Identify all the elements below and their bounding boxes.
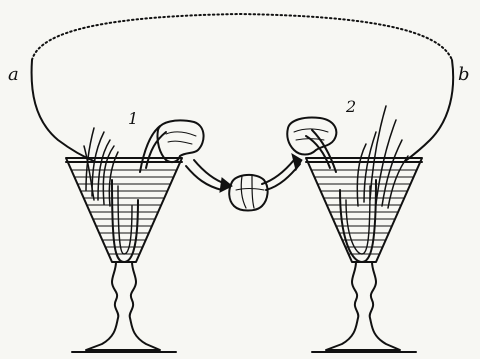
glass-right (287, 106, 422, 352)
label-b: b (458, 64, 470, 85)
label-a: a (8, 64, 19, 85)
wire-right (404, 60, 453, 162)
liquid-left (72, 170, 176, 254)
wire-left (32, 60, 96, 162)
centre-connection (186, 154, 302, 211)
glass-left (66, 120, 204, 352)
label-1: 1 (128, 109, 138, 128)
liquid-right (312, 170, 416, 254)
arrow-up-head (292, 154, 302, 170)
dotted-connection-arc (32, 14, 452, 60)
label-2: 2 (345, 97, 356, 116)
